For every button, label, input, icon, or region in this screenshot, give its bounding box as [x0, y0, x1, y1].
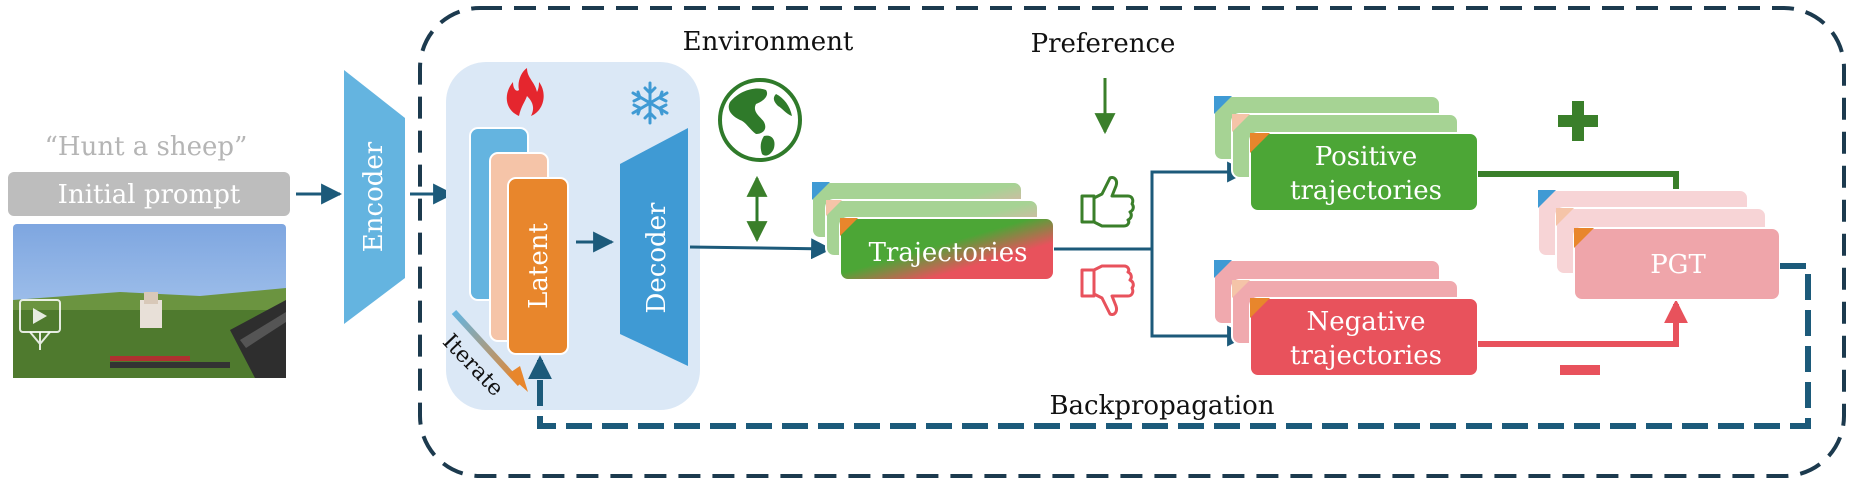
flame-icon	[506, 68, 544, 116]
backprop-path	[537, 263, 1811, 429]
minus-icon	[1560, 365, 1600, 375]
decoder-block	[620, 128, 688, 366]
thumbs-down-icon	[1080, 264, 1135, 316]
negative-label-line2: trajectories	[1290, 341, 1442, 371]
negative-label-line1: Negative	[1306, 307, 1425, 337]
encoder-label: Encoder	[359, 141, 389, 252]
negative-trajectories-stack	[1213, 259, 1479, 377]
encoder-block	[344, 70, 405, 324]
preference-label: Preference	[1031, 29, 1176, 59]
backprop-label: Backpropagation	[1049, 391, 1274, 421]
arrow-to-negative	[1150, 249, 1249, 347]
pgt-stack	[1537, 189, 1781, 301]
positive-label-line2: trajectories	[1290, 176, 1442, 206]
prompt-quote: “Hunt a sheep”	[45, 132, 248, 162]
thumbs-up-icon	[1080, 176, 1135, 228]
trajectories-label: Trajectories	[869, 238, 1028, 268]
plus-icon	[1558, 101, 1598, 141]
arrow-to-positive	[1150, 161, 1249, 249]
iterate-arrow	[451, 309, 523, 387]
environment-label: Environment	[683, 27, 854, 57]
latent-card-front	[507, 177, 569, 355]
latent-label: Latent	[524, 223, 554, 309]
arrow-decoder-trajectories	[689, 238, 833, 260]
initial-prompt-box	[8, 172, 290, 216]
initial-prompt-label: Initial prompt	[58, 180, 241, 210]
snowflake-icon	[631, 81, 669, 125]
arrow-negative-pgt	[1478, 299, 1688, 347]
trajectories-stack	[811, 181, 1055, 281]
model-boundary	[418, 6, 1846, 478]
positive-trajectories-stack	[1213, 95, 1479, 212]
pgt-label: PGT	[1650, 250, 1706, 280]
game-screenshot	[13, 224, 286, 378]
globe-icon	[718, 78, 802, 162]
decoder-label: Decoder	[642, 202, 672, 313]
positive-label-line1: Positive	[1315, 142, 1418, 172]
